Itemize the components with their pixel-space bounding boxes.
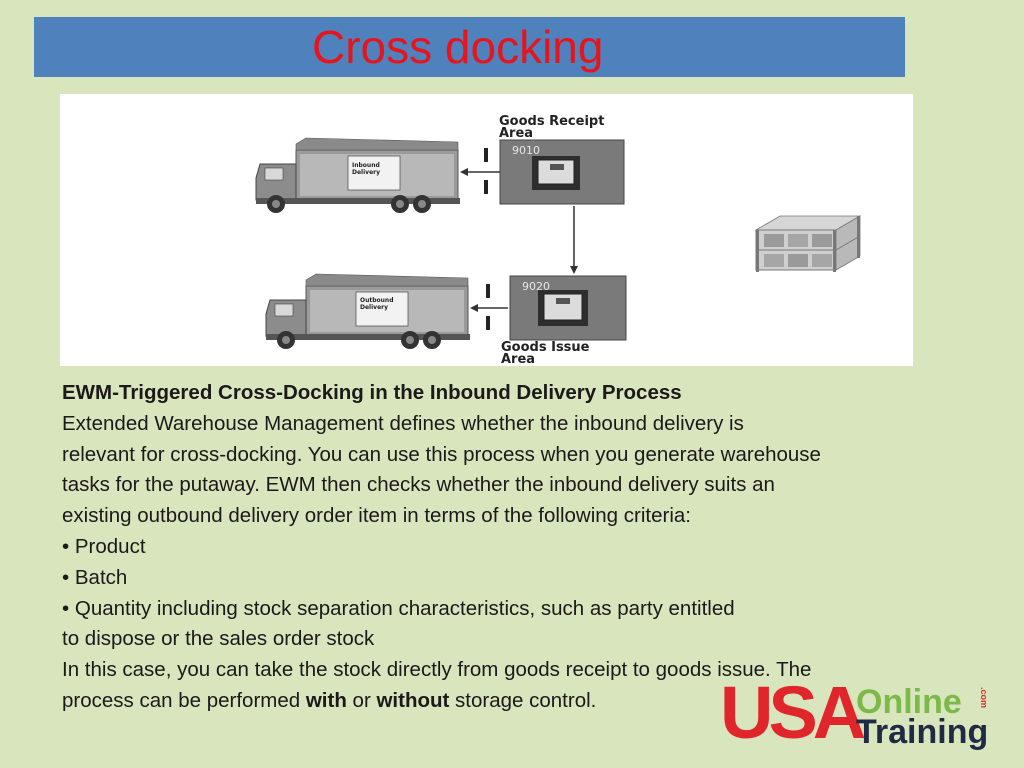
issue-bin-number: 9020 <box>522 280 550 293</box>
inbound-truck-icon <box>255 137 460 213</box>
outbound-delivery-line2: Delivery <box>360 304 389 311</box>
body-line-final: process can be performed with or without… <box>62 686 962 717</box>
arrow-receipt-to-issue <box>570 206 578 274</box>
logo-training-text: Training <box>856 713 989 751</box>
body-text-segment: storage control. <box>449 688 597 712</box>
goods-issue-bin-icon <box>509 275 627 341</box>
goods-receipt-area-label: Goods Receipt <box>499 114 605 129</box>
slide-title: Cross docking <box>312 21 604 73</box>
logo-online-text: Online <box>856 683 962 721</box>
goods-receipt-area-label-2: Area <box>499 126 534 141</box>
body-text-segment: or <box>346 688 377 712</box>
outbound-truck-icon <box>265 273 470 349</box>
receipt-bin-number: 9010 <box>512 144 540 157</box>
inbound-delivery-label: Inbound Delivery <box>352 162 392 176</box>
body-line: Extended Warehouse Management defines wh… <box>62 411 744 435</box>
body-line: relevant for cross-docking. You can use … <box>62 442 821 466</box>
bullet-item-quantity: • Quantity including stock separation ch… <box>62 596 735 620</box>
slide-body-text: EWM-Triggered Cross-Docking in the Inbou… <box>62 378 962 717</box>
goods-issue-area-label-2: Area <box>501 352 536 367</box>
inbound-delivery-line1: Inbound <box>352 162 380 169</box>
bullet-item-quantity-cont: to dispose or the sales order stock <box>62 627 375 651</box>
bullet-item-batch: • Batch <box>62 565 128 589</box>
dock-door-markers <box>484 148 490 330</box>
emphasis-with: with <box>305 688 347 712</box>
inbound-delivery-line2: Delivery <box>352 169 381 176</box>
diagram-graphics <box>255 137 862 349</box>
outbound-delivery-label: Outbound Delivery <box>360 297 400 311</box>
goods-issue-area-label: Goods Issue <box>501 340 590 355</box>
emphasis-without: without <box>376 688 450 712</box>
usa-online-training-logo: USA Online .com Training <box>720 676 995 751</box>
bullet-item-product: • Product <box>62 534 146 558</box>
title-bar <box>34 17 905 77</box>
cross-docking-diagram: Goods Receipt Area 9010 9020 Goods Issue… <box>60 94 913 366</box>
body-line: existing outbound delivery order item in… <box>62 504 691 528</box>
storage-rack-icon <box>754 215 862 272</box>
logo-usa-text: USA <box>720 671 866 754</box>
body-text-segment: process can be performed <box>62 688 306 712</box>
arrow-to-inbound-truck <box>460 168 500 176</box>
body-line: tasks for the putaway. EWM then checks w… <box>62 473 775 497</box>
outbound-delivery-line1: Outbound <box>360 297 394 304</box>
logo-com-text: .com <box>979 687 989 709</box>
section-heading: EWM-Triggered Cross-Docking in the Inbou… <box>62 381 682 404</box>
arrow-to-outbound-truck <box>470 304 508 312</box>
goods-receipt-bin-icon <box>499 139 625 205</box>
body-line: In this case, you can take the stock dir… <box>62 658 812 682</box>
